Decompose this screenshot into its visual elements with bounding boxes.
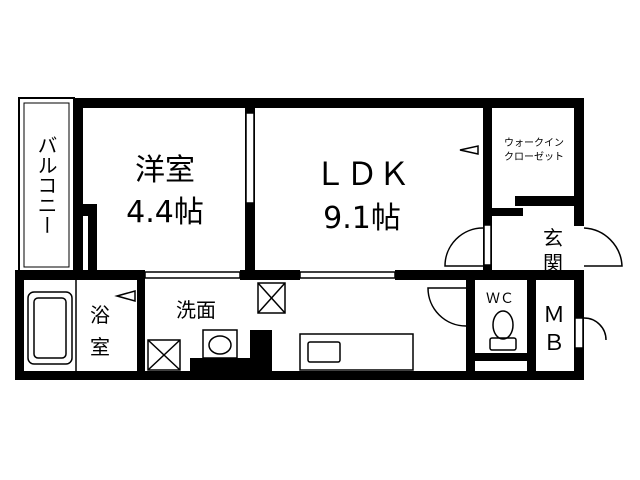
wall-right-upper [574,98,584,218]
fixtures [27,280,517,371]
door-swing-entrance-out [583,227,623,267]
entrance-label-1: 玄 [543,226,563,250]
western-room-name: 洋室 [135,153,195,188]
balcony-label: バルコニー [34,135,58,235]
bathroom-label-2: 室 [90,335,110,359]
wall-closet-bottom-right [515,196,584,206]
wall-entrance-right [574,216,584,226]
toilet-label: ＷＣ [486,291,514,307]
sliding-door-western [144,271,241,279]
wash-basin-bowl [208,335,232,355]
washroom-label: 洗面 [176,298,216,322]
wall-wc-right [527,280,536,372]
meter-box-label-1: Ｍ [543,303,565,328]
window-closet [483,224,492,266]
wall-bottom [15,371,584,380]
wash-basin [202,329,238,359]
bathroom-label-1: 浴 [90,303,110,327]
toilet-bowl [492,310,514,340]
kitchen-sink [307,341,341,363]
toilet-tank [489,337,517,351]
entrance-label-2: 関 [543,251,563,275]
wall-mid-right [395,270,483,280]
wall-mid-center [240,270,300,280]
bathtub-inner [33,297,67,359]
wall-entrance-bottom [483,270,584,280]
wall-wc-bottom [475,353,527,361]
meter-box-label-2: Ｂ [543,331,565,356]
closet-label-1: ウォークイン [504,137,564,149]
door-swing-wc [427,287,467,327]
fridge-space [257,282,286,314]
openings [144,112,584,349]
wall-top [74,98,584,108]
window-western [245,112,255,204]
wall-closet-bottom [483,208,523,216]
fridge-cross-2 [257,282,286,314]
wall-closet-left [483,108,492,213]
wall-wc-left [466,280,475,372]
western-room-size: 4.4帖 [126,195,204,230]
balcony-inner-line [23,102,70,268]
wall-left-upper [74,98,83,274]
door-swing-entrance-in [444,227,484,267]
ldk-name: ＬＤＫ [314,155,410,193]
door-swing-mb [583,317,607,341]
wall-wash-kitchen [250,330,272,372]
bath-door-marker [114,290,136,302]
window-mb [574,317,584,349]
door-swings [114,145,623,341]
wall-mid-left [15,270,145,280]
washer-space [147,339,181,371]
closet-label-2: クローゼット [504,151,564,163]
wall-stub-balcony-v [88,204,97,274]
wall-wash-stub [190,358,250,372]
room-labels: バルコニー 洋室 4.4帖 ＬＤＫ 9.1帖 ウォークイン クローゼット 玄 関… [34,135,565,359]
ldk-size: 9.1帖 [323,201,401,236]
wall-bath-wash [137,280,145,372]
wall-left-lower [15,270,24,380]
sliding-door-ldk [299,271,396,279]
closet-door-marker [459,145,479,155]
bathtub [27,291,73,365]
washer-cross-2 [147,339,181,371]
kitchen-counter [299,333,414,371]
